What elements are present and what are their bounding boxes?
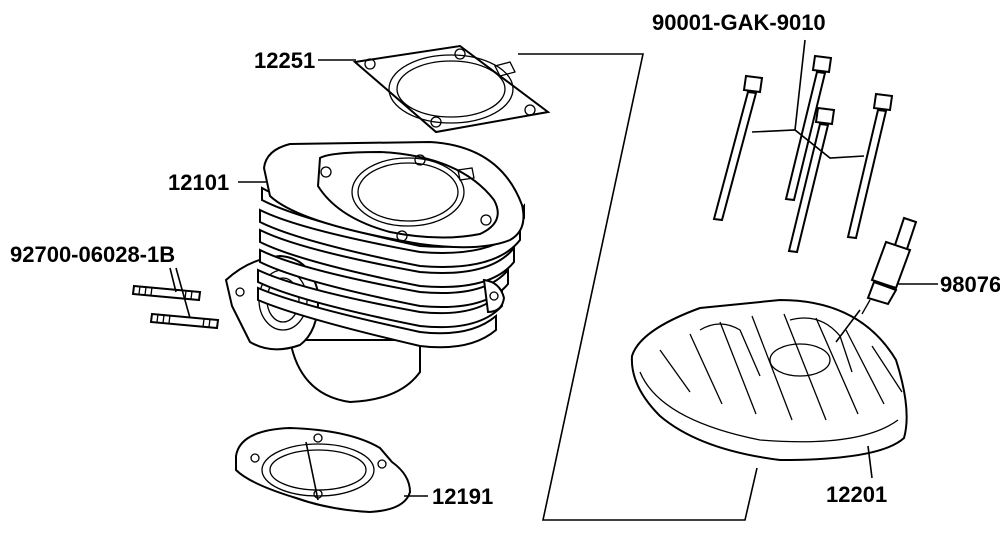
stud-bolt-1 [131, 284, 202, 302]
label-cylinder: 12101 [168, 170, 229, 195]
flange-bolt-4 [846, 92, 894, 240]
spark-plug [861, 216, 918, 315]
label-flange-bolts: 90001-GAK-9010 [652, 10, 826, 35]
head-gasket [352, 44, 551, 134]
flange-bolts [712, 54, 894, 254]
base-gasket [235, 426, 412, 514]
label-head-gasket: 12251 [254, 48, 315, 73]
label-stud-bolts: 92700-06028-1B [10, 242, 175, 267]
leader-lines [169, 39, 938, 501]
stud-bolts [131, 284, 220, 330]
label-spark-plug: 98076 [940, 272, 1000, 297]
cylinder-head [630, 298, 908, 462]
flange-bolt-1 [712, 74, 764, 222]
flange-bolt-2 [784, 54, 833, 202]
flange-bolt-3 [787, 106, 836, 254]
label-cylinder-head: 12201 [826, 482, 887, 507]
assembly-bracket [518, 53, 758, 521]
stud-bolt-2 [149, 312, 220, 330]
label-base-gasket: 12191 [432, 484, 493, 509]
cylinder [224, 140, 525, 404]
